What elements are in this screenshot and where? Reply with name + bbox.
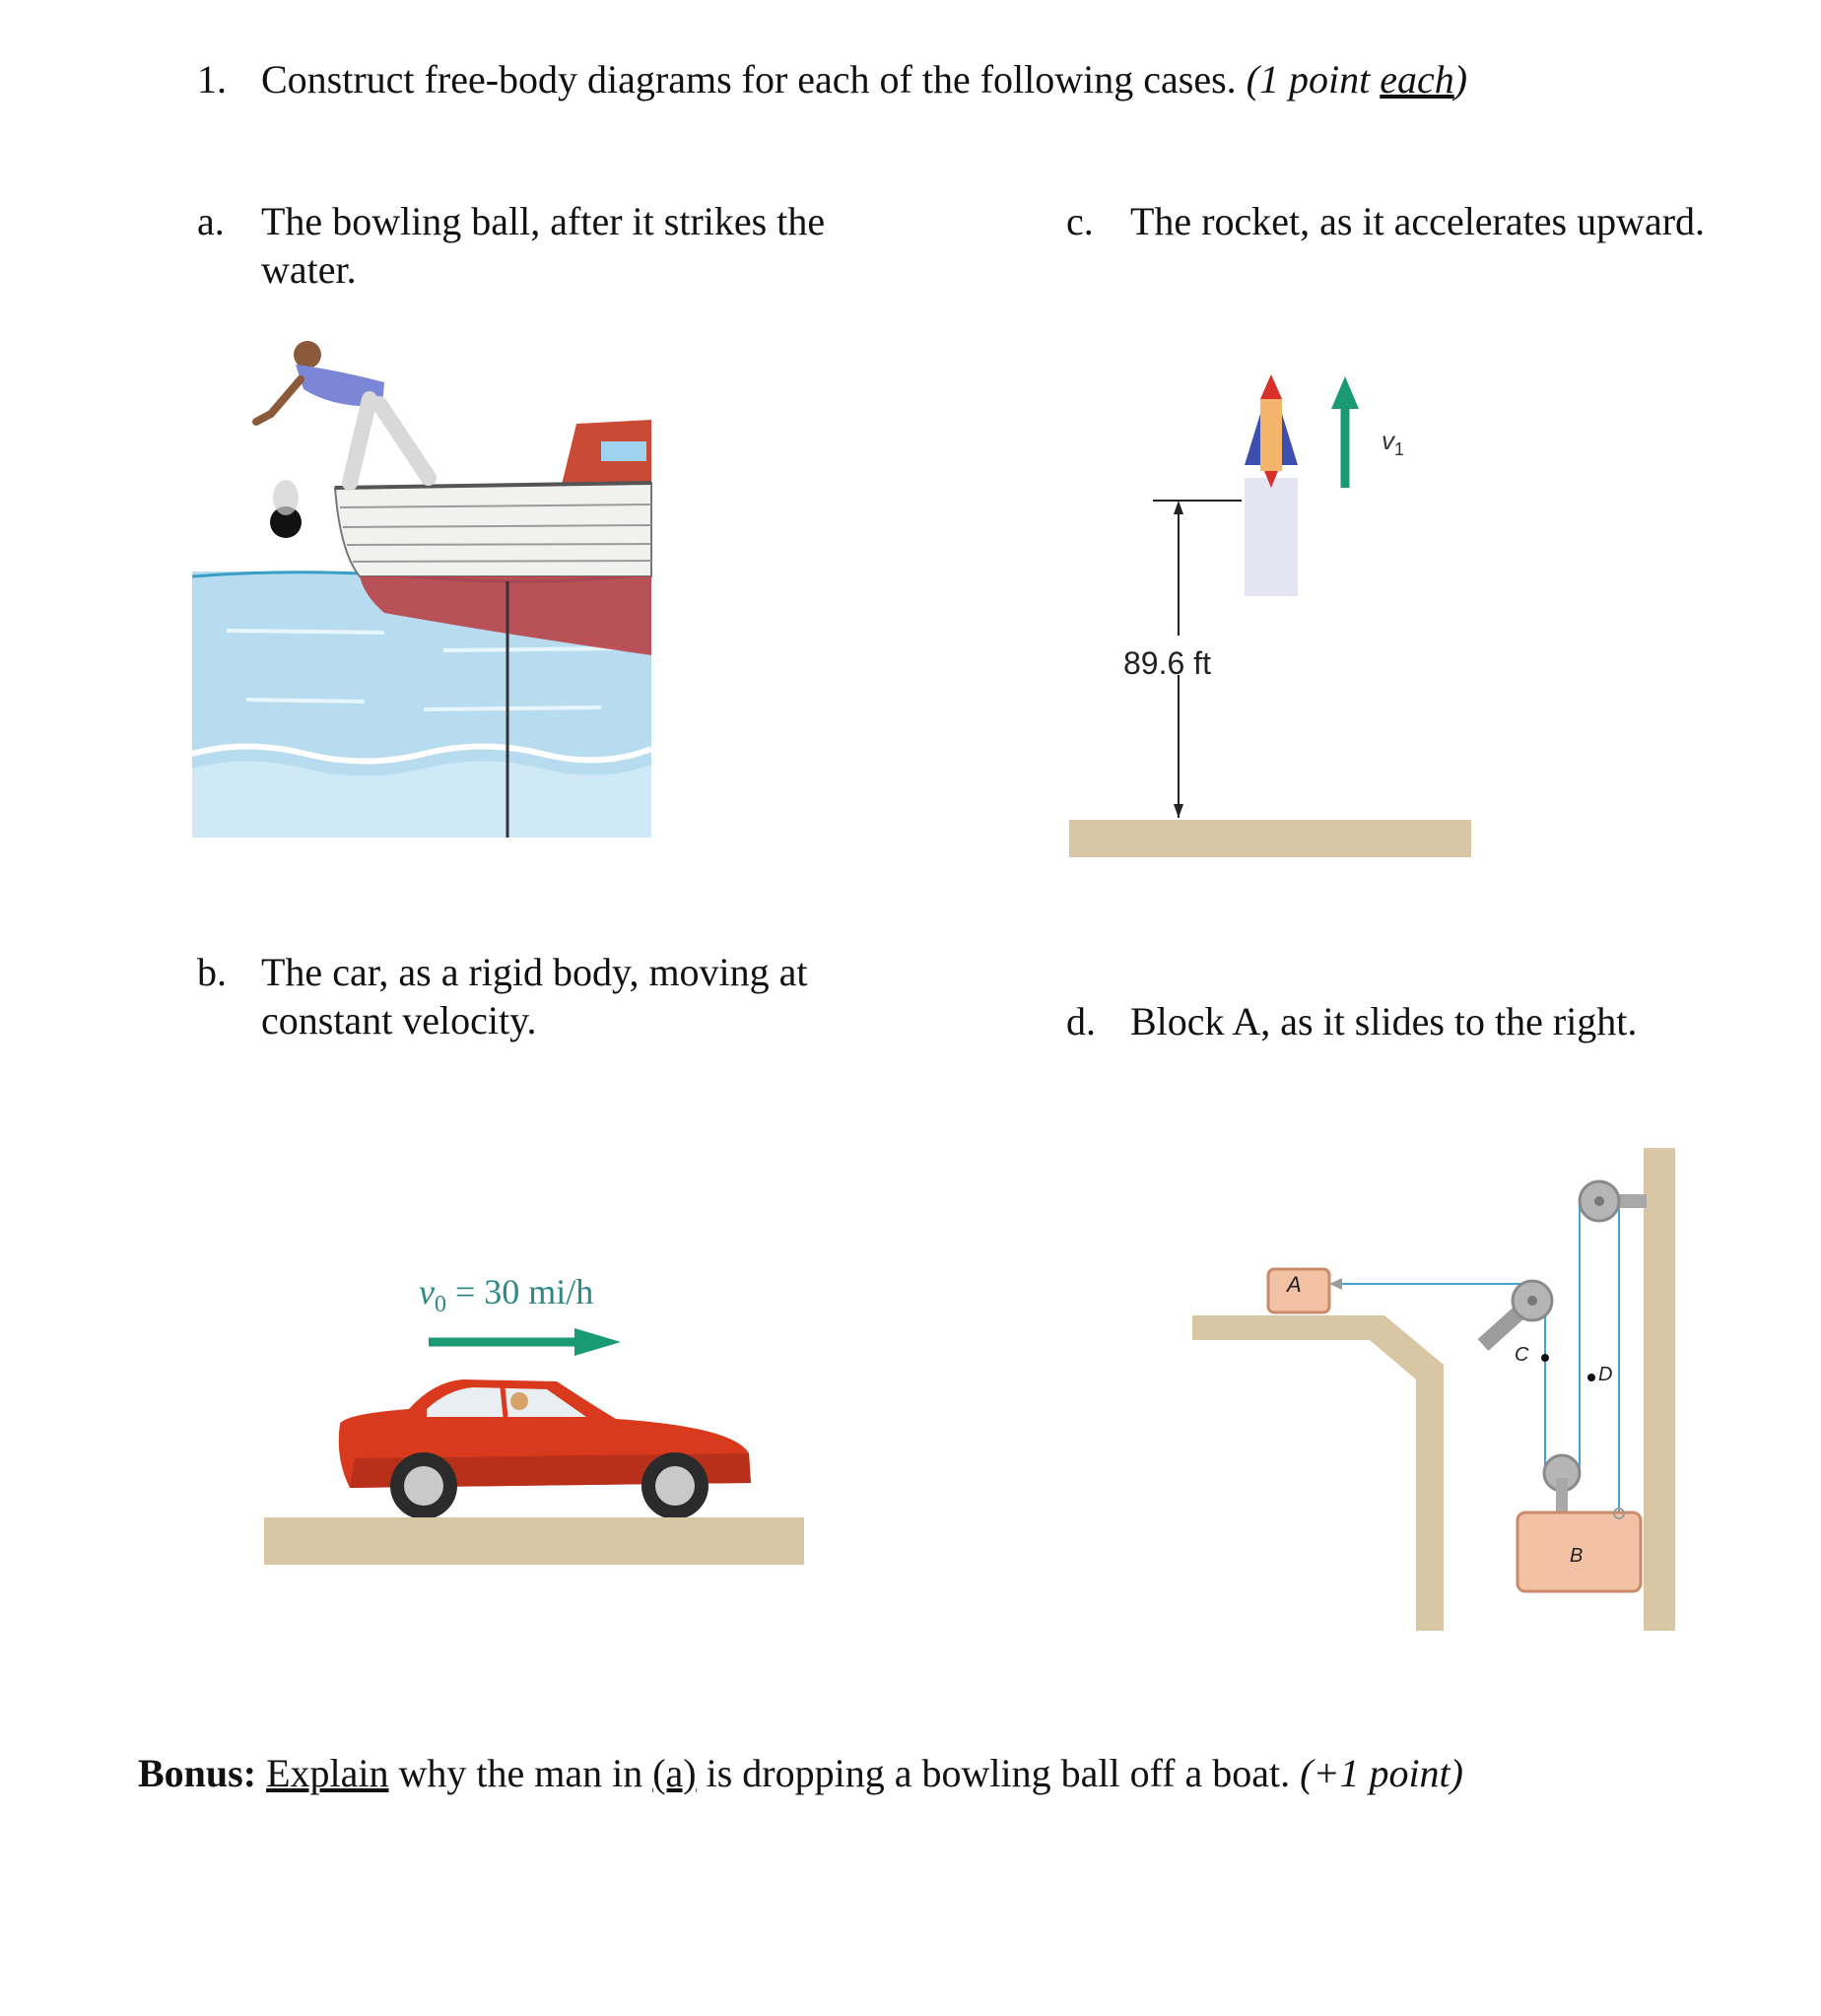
water-wave-stripe <box>191 743 653 765</box>
water-wave <box>192 761 651 838</box>
man-head <box>294 341 321 369</box>
point-c-dot <box>1541 1354 1549 1362</box>
boat-cabin-window <box>601 441 646 461</box>
car-rear-hubcap <box>404 1466 443 1506</box>
rocket-exhaust <box>1245 478 1298 596</box>
boat-hull-lines <box>339 504 652 563</box>
question-text: Construct free-body diagrams for each of… <box>261 55 1467 103</box>
corner-pulley-axle <box>1527 1296 1537 1306</box>
part-b-letter: b. <box>197 950 227 994</box>
car-ground <box>264 1517 804 1565</box>
part-b-line1: The car, as a rigid body, moving at <box>261 950 808 994</box>
car-velocity-label: v0 = 30 mi/h <box>419 1272 594 1318</box>
car-driver <box>510 1392 528 1410</box>
bonus-points: (+1 point) <box>1300 1751 1463 1795</box>
car-window-divider <box>500 1386 508 1418</box>
point-c-label: C <box>1515 1344 1529 1366</box>
block-b-hook <box>1613 1508 1625 1519</box>
part-d-letter: d. <box>1066 999 1096 1043</box>
car-velocity-arrow-head <box>574 1328 621 1356</box>
rocket-velocity-label: v1 <box>1382 426 1405 460</box>
bowling-ball <box>270 506 302 538</box>
question-prompt: Construct free-body diagrams for each of… <box>261 57 1237 101</box>
bonus-verb: Explain <box>266 1751 389 1795</box>
height-arrow-down <box>1174 804 1183 818</box>
part-c-letter: c. <box>1066 199 1094 243</box>
part-d-line1: Block A, as it slides to the right. <box>1130 999 1638 1043</box>
bonus-label: Bonus: <box>138 1751 257 1795</box>
car-figure <box>264 1328 804 1565</box>
man-arm <box>252 375 304 426</box>
water-streak <box>226 629 622 711</box>
right-wall <box>1644 1148 1675 1631</box>
velocity-arrow-head <box>1331 376 1359 409</box>
man-legs <box>342 391 437 491</box>
boat-hull-underwater <box>360 576 651 655</box>
height-arrow-up <box>1174 501 1183 514</box>
block-b <box>1516 1511 1643 1593</box>
bonus-line: Bonus: Explain why the man in (a) is dro… <box>138 1751 1463 1795</box>
rocket-height-label: 89.6 ft <box>1123 645 1211 681</box>
man-torso <box>296 365 384 407</box>
bonus-ref: (a) <box>652 1751 697 1795</box>
rocket-fins <box>1245 414 1298 465</box>
point-d-dot <box>1587 1374 1595 1381</box>
rocket-ground <box>1069 820 1471 857</box>
block-a-label: A <box>1287 1272 1302 1297</box>
question-points: (1 point each) <box>1246 57 1468 101</box>
rocket-figure <box>1069 374 1471 857</box>
boat-rail <box>334 481 652 490</box>
part-a-line1: The bowling ball, after it strikes the <box>261 199 826 243</box>
point-d-label: D <box>1598 1364 1613 1385</box>
lower-pulley-bracket <box>1556 1478 1568 1513</box>
part-c-line1: The rocket, as it accelerates upward. <box>1130 199 1706 243</box>
top-pulley-axle <box>1594 1196 1604 1206</box>
part-a-line2: water. <box>261 247 357 292</box>
ledge <box>1192 1315 1444 1631</box>
pulley-figure <box>1192 1148 1675 1631</box>
car-front-hubcap <box>655 1466 695 1506</box>
part-a-letter: a. <box>197 199 225 243</box>
rocket-nose <box>1260 374 1282 399</box>
bowling-ball-trail <box>273 480 299 515</box>
rocket-flame <box>1264 471 1278 488</box>
question-number: 1. <box>197 57 227 101</box>
block-a <box>1266 1267 1331 1314</box>
block-a-hook <box>1329 1278 1342 1290</box>
boat-figure <box>191 341 653 838</box>
part-b-line2: constant velocity. <box>261 998 537 1042</box>
block-b-label: B <box>1570 1545 1584 1567</box>
